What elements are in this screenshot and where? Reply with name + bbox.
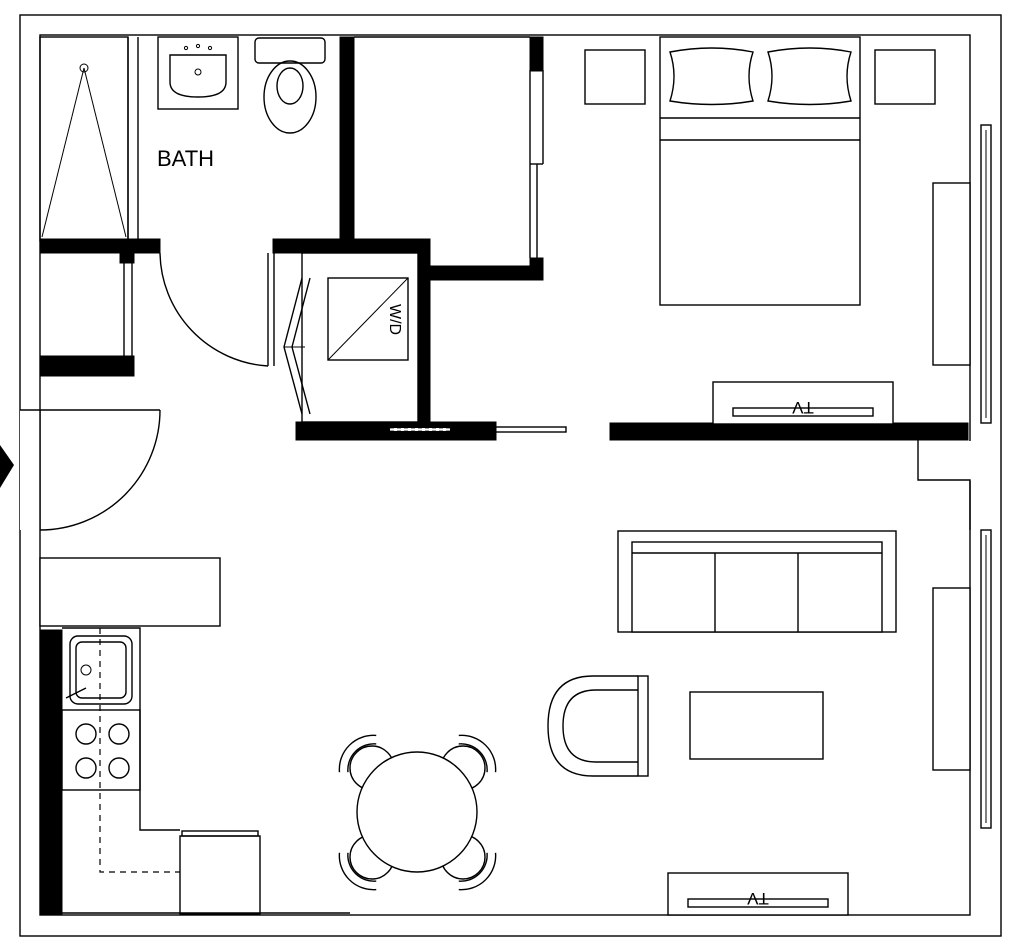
wall-notch [917,440,972,530]
dining-table [356,751,478,873]
dining-set [338,734,497,891]
room-label-bath: BATH [157,146,214,171]
kitchen-counter [39,557,221,831]
nightstand-left [584,49,646,105]
washer-dryer: W/D [327,277,409,361]
coffee-table [689,691,824,760]
bedroom-tv-stand: TV [712,381,894,425]
living-console [932,587,971,771]
bedroom-closet [354,36,544,258]
refrigerator [179,830,261,915]
shower-drain-icon [79,63,89,73]
bath-door [159,252,275,367]
upper-cabinets [99,628,182,873]
kitchen-sink [65,635,133,705]
bedroom-dresser [932,182,971,366]
bedroom-sliding-door [383,426,567,433]
living-tv-stand: TV [667,872,849,916]
laundry-closet [283,252,419,423]
wd-label: W/D [386,304,403,335]
interior-walls [39,36,969,915]
armchair [547,675,649,777]
sofa [617,530,897,633]
tv-label-bedroom: TV [791,398,813,417]
window-living [980,529,992,829]
entry-door [20,409,161,531]
stove [61,709,141,791]
faucet-icon [65,687,87,699]
linen-closet [123,262,133,356]
entry-arrow-icon [0,445,14,488]
bath-sink [157,36,239,110]
window-bedroom [980,124,992,424]
toilet [254,37,326,134]
shower [39,36,139,242]
bed [659,36,861,306]
nightstand-right [874,49,936,105]
tv-label-living: TV [746,889,768,908]
